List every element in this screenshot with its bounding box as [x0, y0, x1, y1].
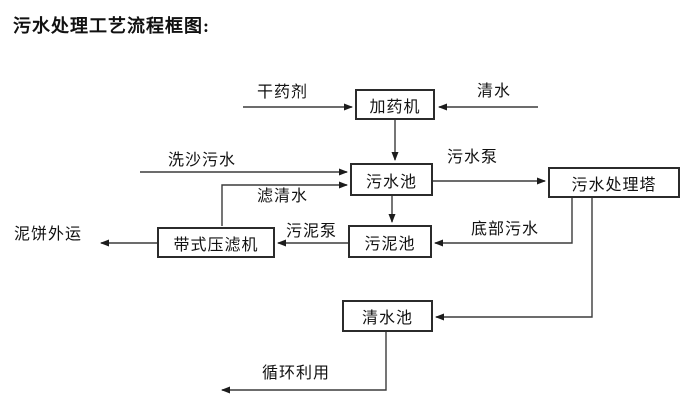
node-treatment-tower: 污水处理塔	[548, 167, 680, 198]
label-dry-agent: 干药剂	[257, 84, 309, 101]
node-dosing-machine: 加药机	[355, 89, 435, 120]
node-clean-water-pool-label: 清水池	[361, 310, 413, 327]
edge-tower-bottom-to-sludge-pool	[434, 198, 573, 247]
label-mud-cake-out: 泥饼外运	[14, 226, 83, 243]
edge-filtered-water-to-sewage-pool	[221, 181, 348, 226]
edge-tower-to-clean-pool	[435, 198, 593, 321]
node-belt-filter-press-label: 带式压滤机	[173, 236, 259, 254]
page-title: 污水处理工艺流程框图:	[13, 16, 210, 36]
node-sludge-pool-label: 污泥池	[364, 235, 416, 253]
label-filtered-water: 滤清水	[257, 188, 309, 205]
label-sand-washing-sewage: 洗沙污水	[168, 152, 237, 169]
label-bottom-sewage: 底部污水	[471, 221, 540, 238]
label-clean-water-in: 清水	[477, 83, 512, 100]
label-recycling: 循环利用	[262, 365, 331, 382]
node-belt-filter-press: 带式压滤机	[157, 227, 275, 258]
edge-clean-pool-to-recycle	[221, 332, 387, 394]
node-clean-water-pool: 清水池	[342, 300, 433, 332]
node-sludge-pool: 污泥池	[348, 225, 432, 258]
node-sewage-pool: 污水池	[350, 163, 433, 196]
node-dosing-machine-label: 加药机	[369, 98, 421, 116]
node-sewage-pool-label: 污水池	[365, 173, 417, 191]
label-sludge-pump: 污泥泵	[286, 223, 338, 240]
node-treatment-tower-label: 污水处理塔	[571, 176, 657, 194]
label-sewage-pump: 污水泵	[447, 149, 499, 166]
